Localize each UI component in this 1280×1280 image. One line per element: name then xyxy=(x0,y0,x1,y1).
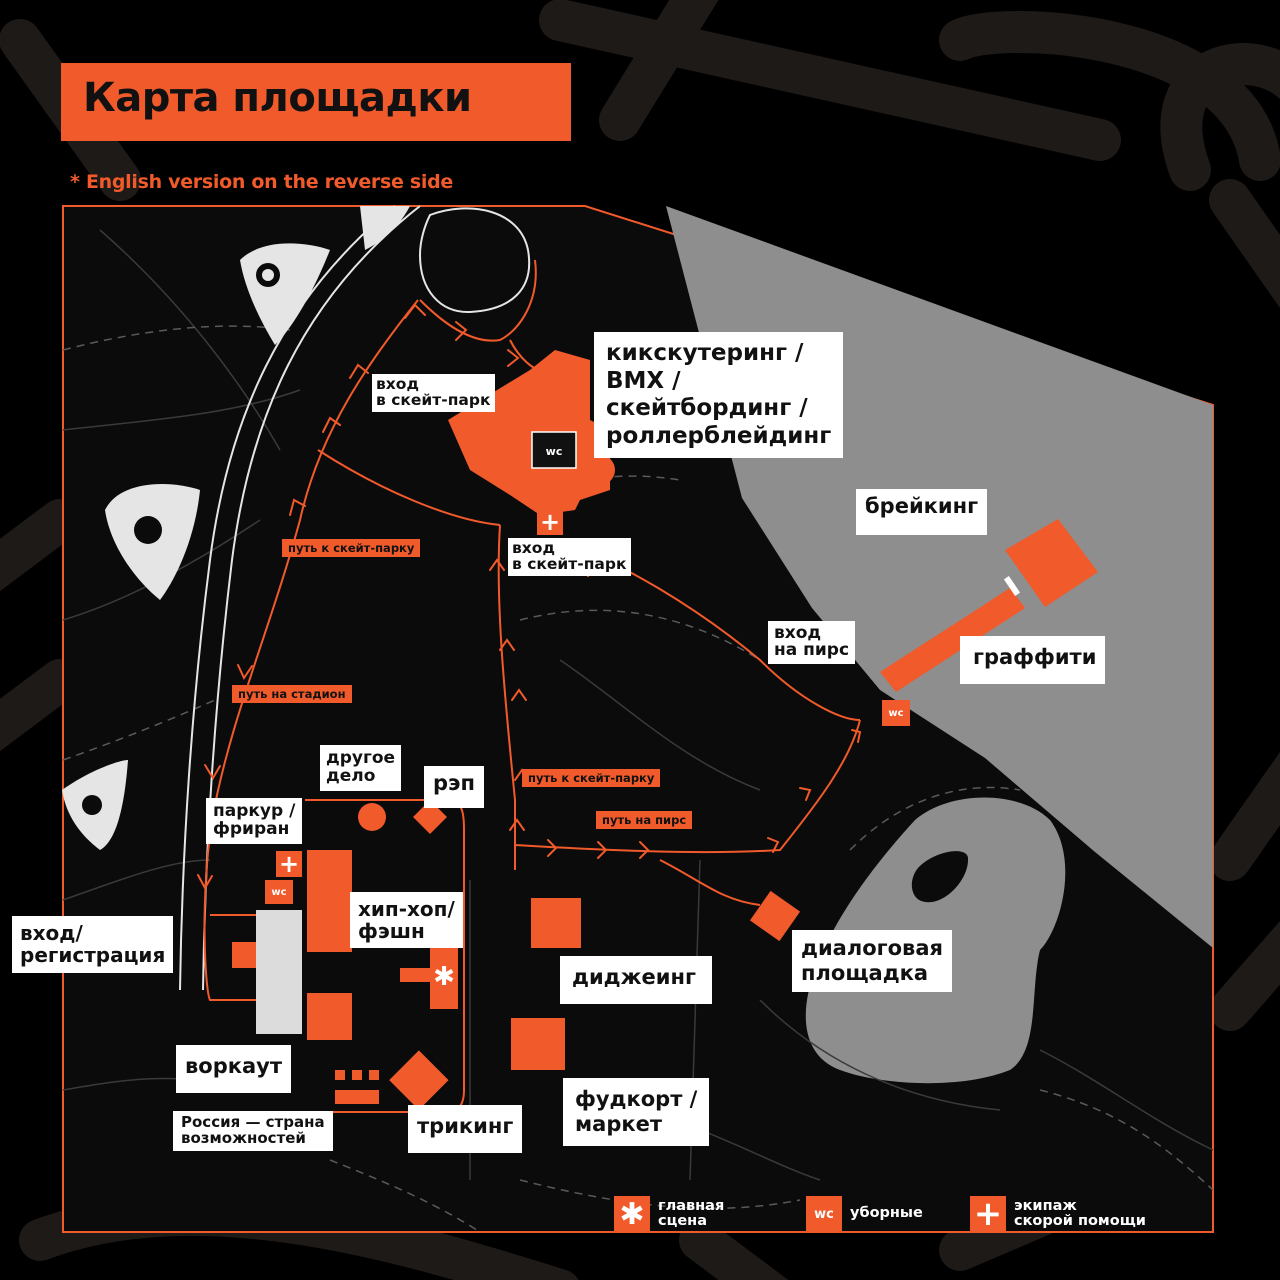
pond-island xyxy=(911,851,969,903)
wc-icon: wc xyxy=(265,880,293,904)
zone-label-tricking: трикинг xyxy=(408,1105,523,1153)
zone-label-entry-registration: вход/ регистрация xyxy=(12,916,174,973)
legend-main-stage: ✱ главная сцена xyxy=(614,1196,724,1232)
walkways xyxy=(62,229,1214,1181)
english-version-note: * English version on the reverse side xyxy=(70,171,454,193)
wc-icon: wc xyxy=(882,700,910,726)
zone-label-graffiti: граффити xyxy=(960,636,1106,684)
first-aid-icon: + xyxy=(276,851,302,877)
zone-label-other: другое дело xyxy=(320,745,402,791)
legend-wc-label: уборные xyxy=(850,1205,923,1222)
route-arrows xyxy=(197,303,862,891)
legend-ambulance: + экипаж скорой помощи xyxy=(970,1194,1146,1234)
dashed-walkways xyxy=(62,325,1214,1233)
zone-label-russia: Россия — страна возможностей xyxy=(173,1111,333,1151)
path-tag-to-skate-center: путь к скейт-парку xyxy=(522,769,661,787)
legend-main-stage-label: главная сцена xyxy=(658,1197,725,1229)
path-tag-to-pier: путь на пирс xyxy=(596,811,693,829)
wc-icon: wc xyxy=(806,1196,842,1232)
zone-label-djing: диджеинг xyxy=(560,956,712,1004)
entrance-label-pier: вход на пирс xyxy=(768,621,856,664)
legend-ambulance-label: экипаж скорой помощи xyxy=(1014,1197,1146,1229)
skate-park-building xyxy=(448,350,615,515)
first-aid-icon: + xyxy=(537,509,563,535)
zone-label-dialog: диалоговая площадка xyxy=(792,930,952,993)
zone-label-foodcourt: фудкорт / маркет xyxy=(563,1078,710,1147)
entrance-label-skate-top: вход в скейт-парк xyxy=(372,374,495,412)
wc-icon: wc xyxy=(545,444,563,458)
path-tag-to-stadium: путь на стадион xyxy=(232,685,352,703)
zone-label-hiphop: хип-хоп/ фэшн xyxy=(350,892,463,948)
path-tag-to-skate-left: путь к скейт-парку xyxy=(282,539,421,557)
entrance-label-skate-bottom: вход в скейт-парк xyxy=(508,538,631,576)
main-stage-icon: ✱ xyxy=(433,962,455,992)
first-aid-icon: + xyxy=(970,1194,1006,1234)
title-banner: Карта площадки xyxy=(61,63,571,141)
zone-label-skate: кикскутеринг / BMX / скейтбординг / ролл… xyxy=(594,332,844,459)
zone-label-workout: воркаут xyxy=(176,1045,292,1093)
zone-label-breaking: брейкинг xyxy=(856,489,988,535)
page-title: Карта площадки xyxy=(83,75,472,121)
stadium-buildings xyxy=(62,206,410,850)
zone-label-rap: рэп xyxy=(424,766,484,808)
stadium-road-inner xyxy=(179,205,396,991)
legend-wc: wc уборные xyxy=(806,1196,923,1232)
zone-label-parkour: паркур / фриран xyxy=(206,798,303,844)
main-stage-icon: ✱ xyxy=(614,1196,650,1232)
festival-structures xyxy=(232,800,801,1110)
pier-structure xyxy=(880,519,1098,692)
skate-ring xyxy=(418,207,531,314)
